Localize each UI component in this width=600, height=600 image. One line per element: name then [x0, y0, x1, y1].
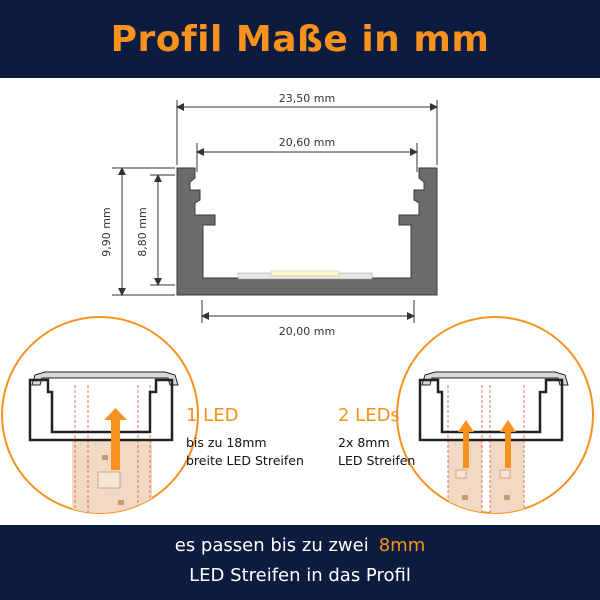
header-bar: Profil Maße in mm — [0, 0, 600, 78]
footer-line-1: es passen bis zu zwei 8mm — [0, 535, 600, 556]
single-led-line1: bis zu 18mm — [186, 435, 267, 450]
dual-led-line1: 2x 8mm — [338, 435, 390, 450]
single-led-line2: breite LED Streifen — [186, 453, 304, 468]
dual-led-arrow-left — [458, 420, 474, 468]
single-led-arrow — [104, 408, 127, 470]
dual-led-title: 2 LEDs — [338, 405, 400, 426]
dual-led-info: 2 LEDs 2x 8mm LED Streifen — [338, 405, 415, 470]
dimension-lines — [112, 100, 438, 323]
footer-bar: es passen bis zu zwei 8mm LED Streifen in… — [0, 525, 600, 600]
dim-inner-width: 20,60 mm — [279, 136, 335, 149]
footer-accent: 8mm — [378, 535, 426, 556]
single-led-info: 1 LED bis zu 18mm breite LED Streifen — [186, 405, 304, 470]
dual-led-arrow-right — [500, 420, 516, 468]
page-title: Profil Maße in mm — [110, 18, 490, 60]
footer-text-1: es passen bis zu zwei — [174, 535, 369, 556]
led-chip — [270, 270, 340, 277]
dim-outer-width: 23,50 mm — [279, 92, 335, 105]
footer-line-2: LED Streifen in das Profil — [189, 565, 411, 586]
single-led-title: 1 LED — [186, 405, 239, 426]
dim-bottom-width: 20,00 mm — [279, 325, 335, 338]
dim-total-height: 9,90 mm — [100, 207, 113, 256]
aluminium-profile-shape — [176, 167, 438, 296]
dual-led-line2: LED Streifen — [338, 453, 416, 468]
dim-inner-height: 8,80 mm — [136, 207, 149, 256]
